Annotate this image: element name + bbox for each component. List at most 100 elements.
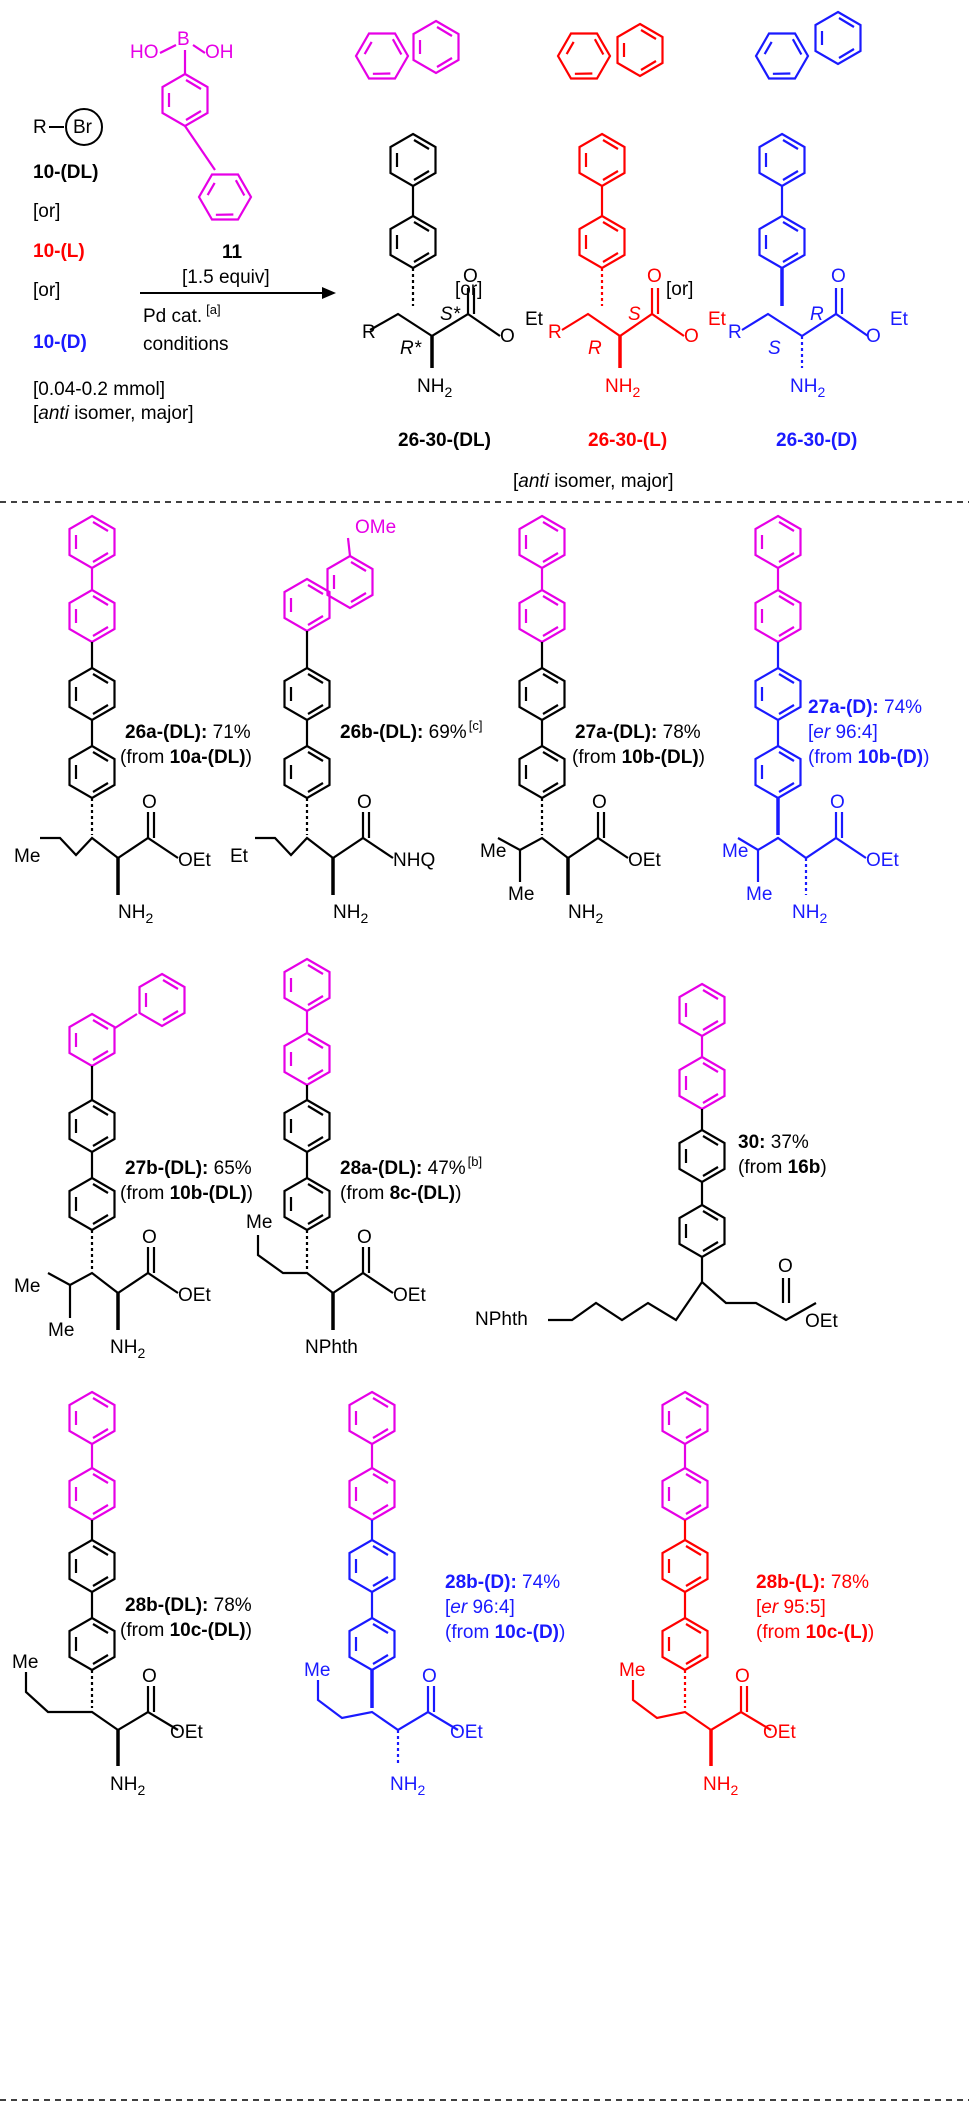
substrate-block: R Br 10-(DL) [or] 10-(L) [or] 10-(D) [0.… [33,108,194,424]
compound-26b-dl: OMe Et O NHQ NH2 26b-(DL): 69%[c] [230,517,482,926]
product-d-stereo-b: R [810,304,824,325]
27a-d-oet-label: OEt [866,850,899,871]
27b-source: (from 10b-(DL)) [120,1183,253,1204]
26a-oet-label: OEt [178,850,211,871]
compound-28b-dl: Me O OEt NH2 28b-(DL): 78% (from 10c-(DL… [12,1390,252,1798]
boronic-b-label: B [177,29,190,50]
26a-source: (from 10a-(DL)) [120,747,252,768]
28b-d-o-label: O [422,1666,437,1687]
product-l-o2-label: O [684,326,699,347]
product-anti-isomer-label: [anti isomer, major] [513,471,674,492]
product-d-o-label: O [831,266,846,287]
substrate-dl-label: 10-(DL) [33,162,98,183]
substrate-l-label: 10-(L) [33,241,85,262]
28b-d-nh2-label: NH2 [390,1774,425,1798]
30-o-label: O [778,1256,793,1277]
26a-me-label: Me [14,846,40,867]
27b-o-label: O [142,1227,157,1248]
28b-dl-source: (from 10c-(DL)) [120,1620,252,1641]
26b-et-label: Et [230,846,249,867]
27a-nh2-label: NH2 [568,902,603,926]
27a-d-source: (from 10b-(D)) [808,747,929,768]
26a-nh2-label: NH2 [118,902,153,926]
compound-27a-dl: Me Me O OEt NH2 27a-(DL): 78% (from 10b-… [480,514,705,926]
27a-me-label: Me [480,841,506,862]
27a-d-me-label: Me [722,841,748,862]
28a-me-label: Me [246,1212,272,1233]
product-dl-stereo-a: R* [400,338,422,359]
30-nphth-label: NPhth [475,1309,528,1330]
26b-caption: 26b-(DL): 69%[c] [340,718,482,743]
28b-dl-oet-label: OEt [170,1722,203,1743]
product-l-et-label: Et [708,309,727,330]
compound-28b-d: Me O OEt NH2 28b-(D): 74% [er 96:4] (fro… [304,1390,565,1798]
30-source: (from 16b) [738,1157,827,1178]
product-dl-r-label: R [362,322,376,343]
28b-l-me-label: Me [619,1660,645,1681]
or-label-2: [or] [33,280,60,301]
26b-nhq-label: NHQ [393,850,435,871]
substrate-br-label: Br [73,117,93,138]
product-d-nh2-label: NH2 [790,376,825,400]
or-label-1: [or] [33,201,60,222]
boronic-ho-label: HO [130,42,159,63]
27b-me-label: Me [14,1276,40,1297]
26b-nh2-label: NH2 [333,902,368,926]
28b-l-er: [er 95:5] [756,1597,826,1618]
anti-isomer-label: [anti isomer, major] [33,403,194,424]
27a-o-label: O [592,792,607,813]
reaction-arrow-group: [1.5 equiv] Pd cat.[a] conditions [140,267,336,355]
27b-oet-label: OEt [178,1285,211,1306]
28b-l-nh2-label: NH2 [703,1774,738,1798]
28a-nphth-label: NPhth [305,1337,358,1358]
28a-caption: 28a-(DL): 47%[b] [340,1154,482,1179]
product-l-o-label: O [647,266,662,287]
product-dl-structure: R R* S* O O Et NH2 26-30-(DL) [348,19,544,451]
28b-l-caption: 28b-(L): 78% [756,1572,869,1593]
product-or-label-1: [or] [455,279,482,300]
scale-label: [0.04-0.2 mmol] [33,379,165,400]
27a-d-er: [er 96:4] [808,722,878,743]
27b-caption: 27b-(DL): 65% [125,1158,252,1179]
product-d-label: 26-30-(D) [776,430,857,451]
product-or-label-2: [or] [666,279,693,300]
bromide-circle [65,108,103,146]
product-d-et-label: Et [890,309,909,330]
26b-ome-label: OMe [355,517,396,538]
28a-oet-label: OEt [393,1285,426,1306]
product-d-o2-label: O [866,326,881,347]
28b-d-oet-label: OEt [450,1722,483,1743]
product-l-label: 26-30-(L) [588,430,667,451]
product-d-r-label: R [728,322,742,343]
28a-source: (from 8c-(DL)) [340,1183,461,1204]
27a-d-o-label: O [830,792,845,813]
boronic-acid-reagent: HO B OH 11 [130,29,259,263]
27a-d-caption: 27a-(D): 74% [808,697,922,718]
30-oet-label: OEt [805,1311,838,1332]
product-d-structure: R S R O O Et NH2 26-30-(D) [728,10,909,451]
compound-27b-dl: Me Me O OEt NH2 27b-(DL): 65% (from 10b-… [14,972,253,1361]
compound-28b-l: Me O OEt NH2 28b-(L): 78% [er 95:5] (fro… [619,1390,874,1798]
28b-d-caption: 28b-(D): 74% [445,1572,560,1593]
substrate-d-label: 10-(D) [33,332,87,353]
27a-d-me2-label: Me [746,884,772,905]
product-l-nh2-label: NH2 [605,376,640,400]
reagent-equiv-label: [1.5 equiv] [182,267,270,288]
27b-nh2-label: NH2 [110,1337,145,1361]
product-l-structure: R R S O O Et NH2 26-30-(L) [548,21,727,451]
26a-o-label: O [142,792,157,813]
product-dl-o-label: O [463,266,478,287]
30-caption: 30: 37% [738,1132,809,1153]
28b-l-o-label: O [735,1666,750,1687]
substrate-structure: R Br [33,108,103,146]
product-dl-nh2-label: NH2 [417,376,452,400]
product-dl-et-label: Et [525,309,544,330]
product-l-stereo-b: S [628,304,641,325]
product-dl-o2-label: O [500,326,515,347]
26b-o-label: O [357,792,372,813]
product-d-stereo-a: S [768,338,781,359]
28b-d-er: [er 96:4] [445,1597,515,1618]
27a-source: (from 10b-(DL)) [572,747,705,768]
26a-caption: 26a-(DL): 71% [125,722,251,743]
